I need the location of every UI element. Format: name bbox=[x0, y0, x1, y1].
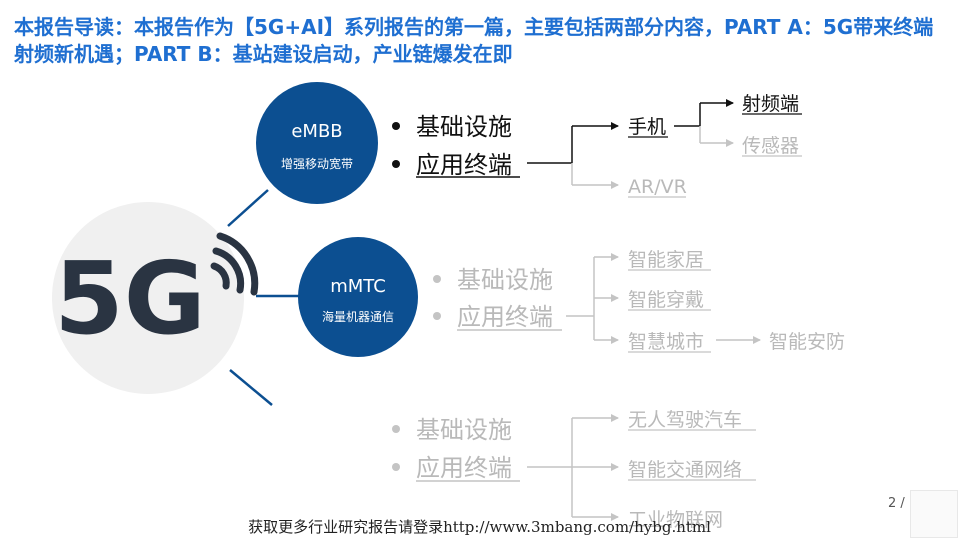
5g-logo: 5G bbox=[52, 202, 259, 394]
branch3-item-terminal: 应用终端 bbox=[416, 454, 512, 482]
leaf-traffic: 智能交通网络 bbox=[628, 459, 742, 481]
leaf-rf: 射频端 bbox=[742, 93, 799, 115]
leaf-smart-home: 智能家居 bbox=[628, 249, 704, 271]
report-intro-title: 本报告导读：本报告作为【5G+AI】系列报告的第一篇，主要包括两部分内容，PAR… bbox=[14, 15, 934, 66]
leaf-driverless: 无人驾驶汽车 bbox=[628, 409, 742, 431]
leaf-industrial-iot: 工业物联网 bbox=[628, 509, 723, 531]
connector-urllc bbox=[229, 369, 273, 406]
branch3-item-infrastructure: 基础设施 bbox=[416, 416, 512, 444]
bullet-dot bbox=[392, 425, 400, 433]
bullet-dot bbox=[392, 122, 400, 130]
mmtc-node: mMTC 海量机器通信 bbox=[298, 237, 418, 357]
bullet-dot bbox=[433, 312, 441, 320]
branch2-item-terminal: 应用终端 bbox=[457, 303, 553, 331]
leaf-smart-city: 智慧城市 bbox=[628, 331, 704, 353]
leaf-smart-wear: 智能穿戴 bbox=[628, 289, 704, 311]
leaf-sensor: 传感器 bbox=[742, 135, 799, 157]
leaf-smart-security: 智能安防 bbox=[769, 331, 845, 353]
connector-embb bbox=[227, 189, 269, 227]
embb-desc: 增强移动宽带 bbox=[281, 156, 353, 171]
embb-name: eMBB bbox=[291, 121, 342, 142]
leaf-arvr: AR/VR bbox=[628, 176, 687, 198]
footer-link-text[interactable]: 获取更多行业研究报告请登录http://www.3mbang.com/hybg.… bbox=[248, 518, 711, 536]
branch1-item-terminal: 应用终端 bbox=[416, 151, 512, 179]
leaf-phone: 手机 bbox=[628, 116, 666, 138]
page-thumbnail bbox=[910, 490, 958, 538]
bullet-dot bbox=[392, 463, 400, 471]
bullet-dot bbox=[392, 160, 400, 168]
mmtc-name: mMTC bbox=[330, 276, 386, 297]
branch1-item-infrastructure: 基础设施 bbox=[416, 113, 512, 141]
embb-node: eMBB 增强移动宽带 bbox=[256, 82, 378, 204]
bullet-dot bbox=[433, 275, 441, 283]
signal-wave-icon bbox=[210, 262, 230, 290]
5g-logo-text: 5G bbox=[54, 240, 206, 357]
branch2-item-infrastructure: 基础设施 bbox=[457, 266, 553, 294]
mmtc-desc: 海量机器通信 bbox=[322, 309, 394, 324]
page-number: 2 / bbox=[888, 496, 905, 511]
